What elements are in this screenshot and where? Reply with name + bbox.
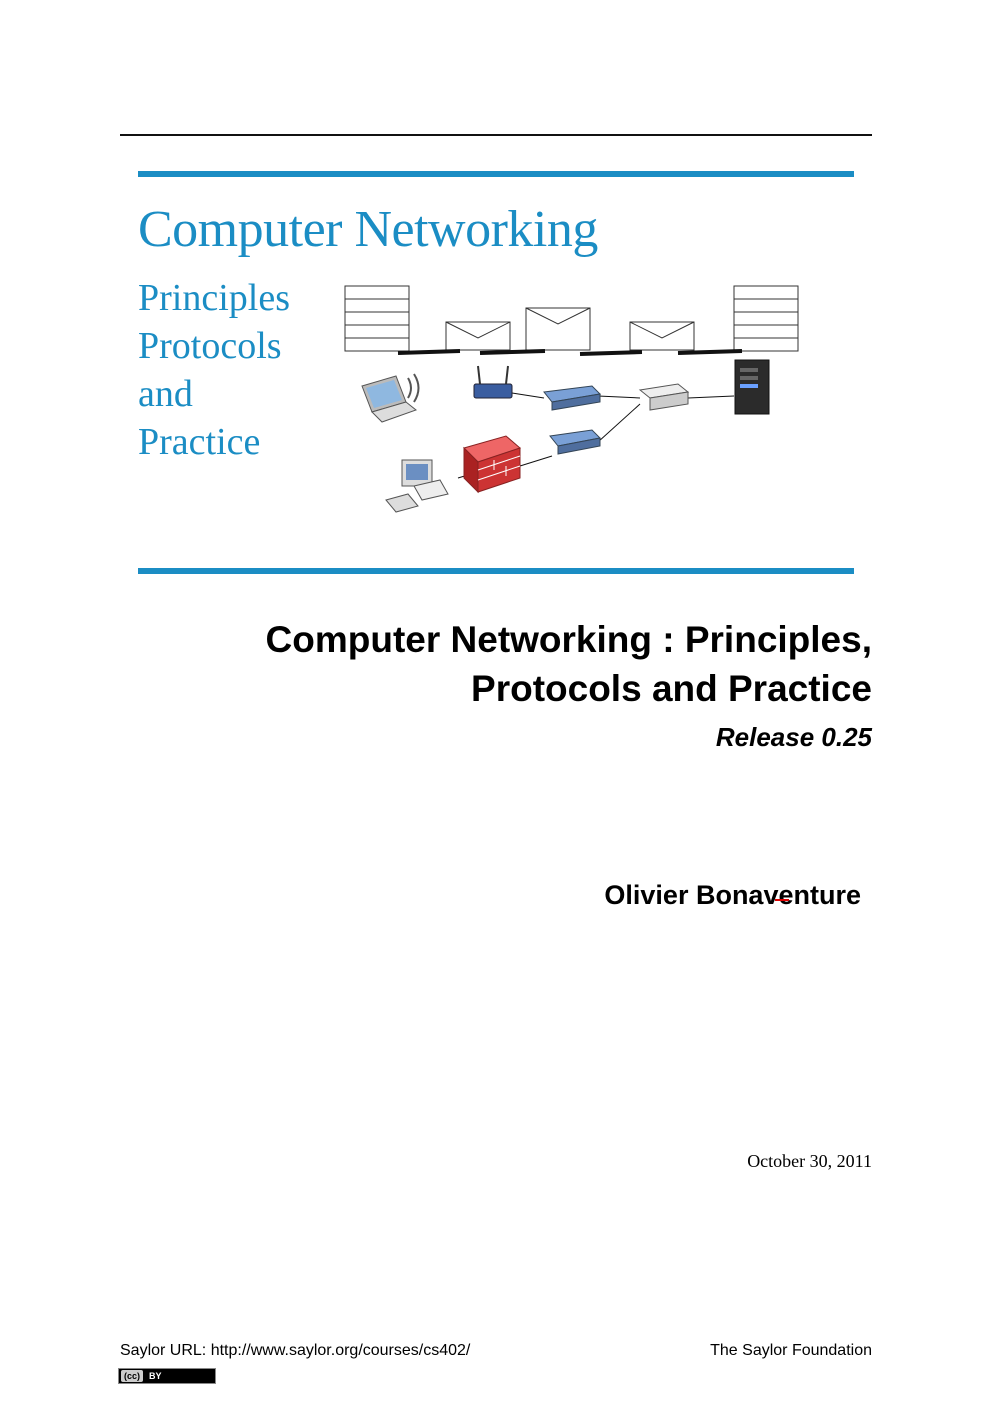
document-title-line-2: Protocols and Practice: [471, 668, 872, 709]
hub-icon: [638, 383, 690, 411]
switch-icon: [549, 429, 602, 455]
envelope-icon: [629, 321, 695, 351]
spellcheck-underline: [775, 899, 790, 901]
cc-logo: (cc): [121, 1370, 144, 1382]
document-date: October 30, 2011: [747, 1151, 872, 1171]
cover-subtitle-principles: Principles: [138, 277, 290, 319]
cover-subtitle-practice: Practice: [138, 421, 261, 463]
envelope-icon: [525, 307, 591, 351]
footer-foundation: The Saylor Foundation: [710, 1342, 872, 1359]
switch-icon: [543, 385, 602, 411]
envelope-icon: [445, 321, 511, 351]
desktop-computer-icon: [385, 459, 449, 513]
laptop-icon: [361, 373, 420, 423]
cover-bottom-blue-rule: [138, 568, 854, 574]
server-icon: [734, 359, 770, 415]
packet-stack-icon: [733, 285, 799, 352]
link-segments: [397, 349, 743, 356]
wireless-router-icon: [473, 365, 513, 399]
document-title-line-1: Computer Networking : Principles,: [265, 619, 872, 660]
cc-license-badge: (cc) BY: [118, 1368, 216, 1384]
author-name-text: Olivier Bonaventure: [604, 880, 861, 910]
network-diagram: [344, 285, 799, 513]
author-name: Olivier Bonaventure: [604, 880, 861, 911]
cover-subtitle-protocols: Protocols: [138, 325, 282, 367]
release-label: Release 0.25: [715, 722, 872, 752]
cover-title: Computer Networking: [138, 201, 598, 258]
cover-top-blue-rule: [138, 171, 854, 177]
packet-stack-icon: [344, 285, 410, 352]
footer-url: Saylor URL: http://www.saylor.org/course…: [120, 1342, 471, 1359]
firewall-icon: [463, 435, 521, 494]
top-rule: [120, 134, 872, 136]
cover-subtitle-and: and: [138, 373, 193, 415]
cc-by-label: BY: [149, 1371, 162, 1381]
document-title: Computer Networking : Principles, Protoc…: [266, 615, 872, 713]
